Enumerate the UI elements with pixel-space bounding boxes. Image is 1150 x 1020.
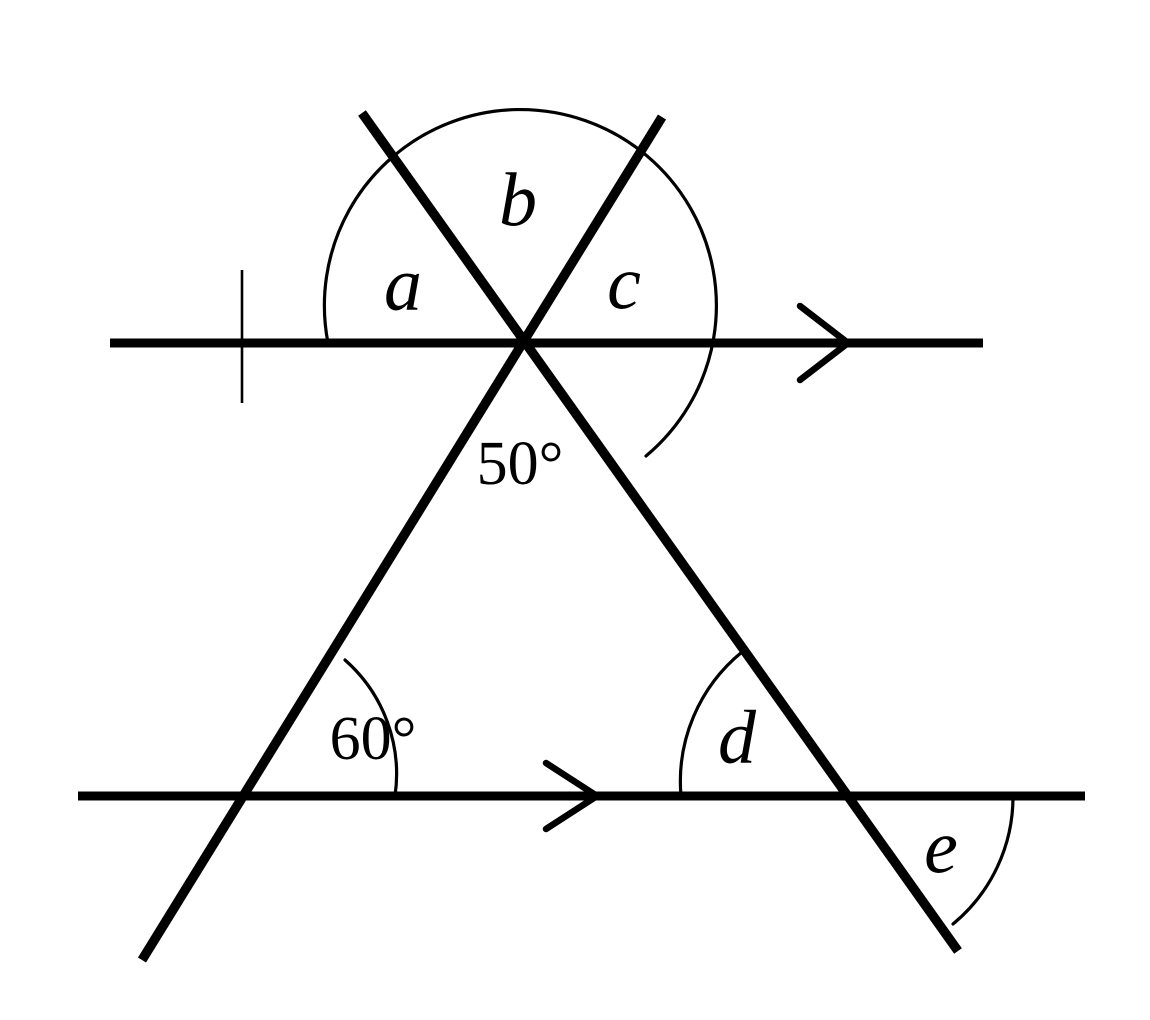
label-angle-50-degrees: 50° xyxy=(477,430,564,498)
top-line-arrow-marker-icon xyxy=(796,302,852,384)
label-angle-c: c xyxy=(607,241,641,325)
bottom-line-arrow-marker-icon xyxy=(542,759,601,833)
arc-sixty-degrees xyxy=(343,658,399,798)
label-angle-a: a xyxy=(384,242,422,326)
arc-angle-d xyxy=(678,650,744,798)
label-angle-d: d xyxy=(718,695,757,779)
label-angle-b: b xyxy=(499,158,537,242)
transversal-ascending-left xyxy=(137,114,667,963)
label-angle-60-degrees: 60° xyxy=(330,705,417,773)
label-angle-e: e xyxy=(924,805,958,889)
transversal-descending-right xyxy=(358,110,962,954)
arc-angle-e xyxy=(951,794,1015,926)
